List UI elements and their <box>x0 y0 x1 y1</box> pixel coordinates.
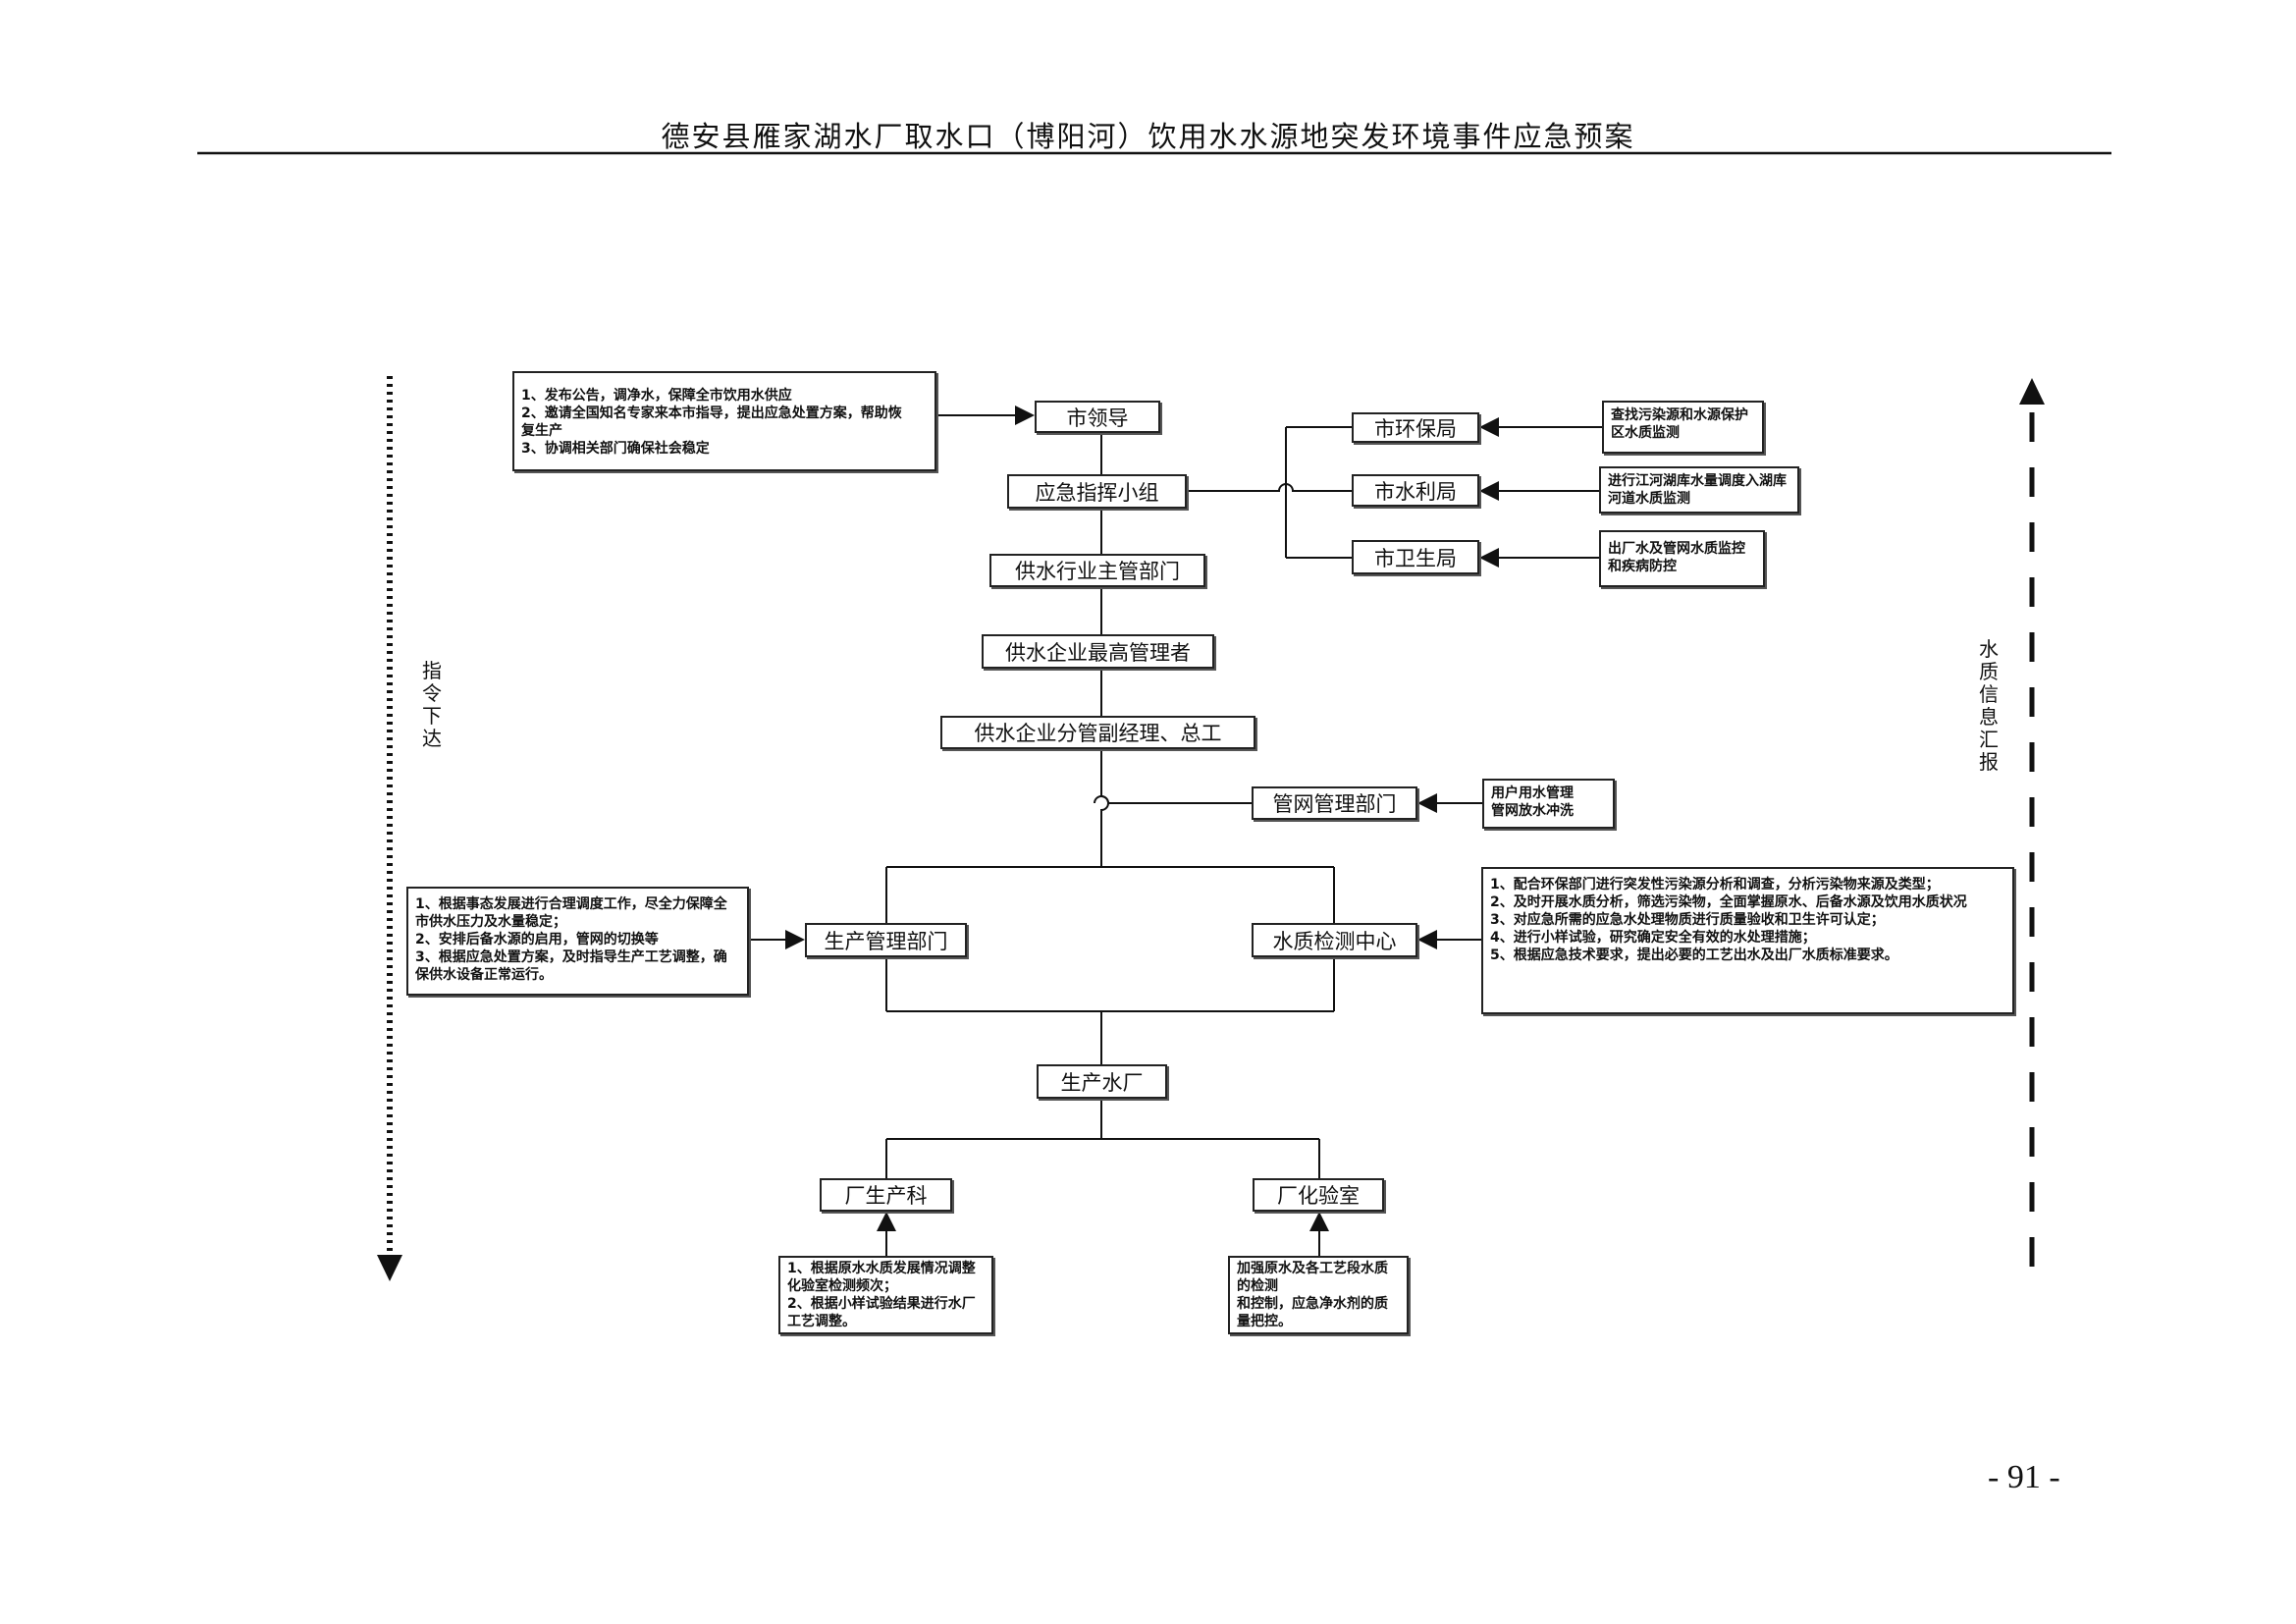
note-line: 5、根据应急技术要求，提出必要的工艺出水及出厂水质标准要求。 <box>1490 947 1898 963</box>
note-line: 加强原水及各工艺段水质的检测 <box>1237 1261 1388 1294</box>
note-plant-lab: 加强原水及各工艺段水质的检测 和控制，应急净水剂的质量把控。 <box>1228 1256 1409 1334</box>
note-line: 管网放水冲洗 <box>1491 803 1574 819</box>
note-line: 4、进行小样试验，研究确定安全有效的水处理措施； <box>1490 930 1816 946</box>
page-title: 德安县雁家湖水厂取水口（博阳河）饮用水水源地突发环境事件应急预案 <box>661 120 1635 153</box>
node-plant-production: 厂生产科 <box>820 1178 952 1212</box>
node-water-bureau: 市水利局 <box>1352 474 1479 507</box>
note-production: 1、根据事态发展进行合理调度工作，尽全力保障全市供水压力及水量稳定； 2、安排后… <box>406 887 749 996</box>
node-plant-lab: 厂化验室 <box>1253 1178 1384 1212</box>
note-line: 2、及时开展水质分析，筛选污染物，全面掌握原水、后备水源及饮用水质状况 <box>1490 894 1967 910</box>
report-flow-label: 水质信息汇报 <box>1979 637 1999 774</box>
note-line: 3、根据应急处置方案，及时指导生产工艺调整，确保供水设备正常运行。 <box>415 949 727 983</box>
note-line: 1、根据事态发展进行合理调度工作，尽全力保障全市供水压力及水量稳定； <box>415 896 727 930</box>
note-plant-production: 1、根据原水水质发展情况调整化验室检测频次； 2、根据小样试验结果进行水厂工艺调… <box>778 1256 993 1334</box>
node-plant: 生产水厂 <box>1037 1064 1167 1099</box>
node-deputy-manager: 供水企业分管副经理、总工 <box>940 716 1255 749</box>
note-pipe: 用户用水管理 管网放水冲洗 <box>1482 779 1615 829</box>
note-line: 查找污染源和水源保护区水质监测 <box>1611 407 1748 441</box>
note-line: 2、根据小样试验结果进行水厂工艺调整。 <box>787 1296 976 1329</box>
note-health: 出厂水及管网水质监控和疾病防控 <box>1599 530 1765 587</box>
note-quality: 1、配合环保部门进行突发性污染源分析和调查，分析污染物来源及类型； 2、及时开展… <box>1481 867 2014 1014</box>
note-line: 1、根据原水水质发展情况调整化验室检测频次； <box>787 1261 976 1294</box>
node-env-bureau: 市环保局 <box>1352 412 1479 443</box>
command-flow-label: 指令下达 <box>422 659 442 750</box>
note-line: 2、安排后备水源的启用，管网的切换等 <box>415 932 659 947</box>
note-line: 进行江河湖库水量调度入湖库河道水质监测 <box>1608 473 1787 507</box>
note-leader: 1、发布公告，调净水，保障全市饮用水供应 2、邀请全国知名专家来本市指导，提出应… <box>512 371 936 471</box>
note-line: 1、配合环保部门进行突发性污染源分析和调查，分析污染物来源及类型； <box>1490 877 1940 893</box>
note-line: 出厂水及管网水质监控和疾病防控 <box>1608 541 1745 574</box>
node-industry-dept: 供水行业主管部门 <box>989 554 1205 587</box>
note-line: 1、发布公告，调净水，保障全市饮用水供应 <box>521 388 792 404</box>
note-line: 3、对应急所需的应急水处理物质进行质量验收和卫生许可认定； <box>1490 912 1885 928</box>
note-env: 查找污染源和水源保护区水质监测 <box>1602 401 1764 454</box>
node-production-dept: 生产管理部门 <box>805 923 967 957</box>
note-line: 3、协调相关部门确保社会稳定 <box>521 441 710 457</box>
node-top-manager: 供水企业最高管理者 <box>982 634 1214 669</box>
node-health-bureau: 市卫生局 <box>1352 540 1479 574</box>
node-quality-center: 水质检测中心 <box>1252 923 1417 957</box>
page-number: - 91 - <box>1988 1459 2060 1495</box>
note-line: 2、邀请全国知名专家来本市指导，提出应急处置方案，帮助恢复生产 <box>521 406 902 439</box>
node-city-leader: 市领导 <box>1035 401 1160 433</box>
node-command-group: 应急指挥小组 <box>1007 474 1187 509</box>
note-water: 进行江河湖库水量调度入湖库河道水质监测 <box>1599 466 1799 514</box>
note-line: 和控制，应急净水剂的质量把控。 <box>1237 1296 1388 1329</box>
node-pipe-dept: 管网管理部门 <box>1252 786 1417 820</box>
note-line: 用户用水管理 <box>1491 785 1574 801</box>
